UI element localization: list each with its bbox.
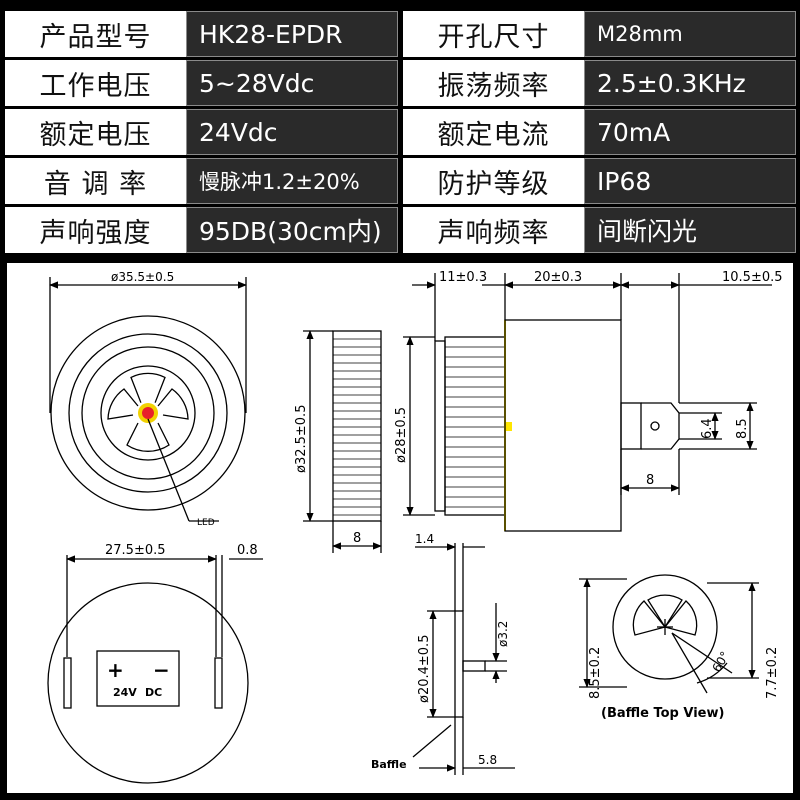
dim-b-label: 20±0.3 [534,270,582,285]
spec-value: 慢脉冲1.2±20% [186,158,398,204]
body-side-view [403,273,772,532]
spec-value: 24Vdc [186,109,398,155]
baffle-top-view [579,574,759,694]
spec-value: HK28-EPDR [186,11,398,57]
spec-table: 产品型号 HK28-EPDR 开孔尺寸 M28mm 工作电压 5~28Vdc 振… [0,0,800,258]
spec-label: 声响强度 [5,207,186,253]
baffle-boss-label: ø3.2 [496,621,510,647]
dim-a-label: 11±0.3 [439,270,487,285]
drawing-canvas: ø35.5±0.5 LED 27.5±0.5 0.8 + − 24V DC ø3… [47,270,783,784]
spec-value: IP68 [584,158,796,204]
spec-label: 防护等级 [403,158,584,204]
spec-label: 振荡频率 [403,60,584,106]
spec-value: 5~28Vdc [186,60,398,106]
baffle-dia-label: ø20.4±0.5 [417,635,432,703]
tab-outer-label: 8.5 [735,418,750,439]
baffle-caption: (Baffle Top View) [601,706,724,721]
ring-side-view [303,330,382,553]
rear-view [47,555,263,784]
spec-label: 额定电流 [403,109,584,155]
ring-diameter-label: ø32.5±0.5 [294,405,309,473]
front-view [49,277,247,522]
voltage-label: 24V [113,686,137,699]
spec-value: 95DB(30cm内) [186,207,398,253]
spec-value: 2.5±0.3KHz [584,60,796,106]
led-dot [142,407,154,419]
minus-label: − [153,658,170,682]
spec-value: M28mm [584,11,796,57]
spec-label: 开孔尺寸 [403,11,584,57]
rear-width-label: 27.5±0.5 [105,543,166,558]
spec-value: 70mA [584,109,796,155]
plus-label: + [107,658,124,682]
spec-value: 间断闪光 [584,207,796,253]
spec-label: 声响频率 [403,207,584,253]
baffle-label: Baffle [371,758,407,771]
spec-label: 音 调 率 [5,158,186,204]
dim-c-label: 10.5±0.5 [722,270,783,285]
front-diameter-label: ø35.5±0.5 [111,270,174,284]
spec-label: 额定电压 [5,109,186,155]
rear-pin-label: 0.8 [237,543,258,558]
technical-drawing: ø35.5±0.5 LED 27.5±0.5 0.8 + − 24V DC ø3… [7,263,793,793]
baffle-thick-label: 1.4 [415,532,434,546]
tab-len-label: 8 [646,473,654,488]
dc-label: DC [145,686,162,699]
thread-label: ø28±0.5 [394,407,409,463]
baffle-h1-label: 8.5±0.2 [588,647,603,699]
led-label: LED [197,518,215,528]
spec-label: 产品型号 [5,11,186,57]
baffle-h2-label: 7.7±0.2 [765,647,780,699]
baffle-side-view [412,543,515,775]
tab-inner-label: 6.4 [700,418,715,439]
baffle-boss-len-label: 5.8 [478,753,497,767]
spec-label: 工作电压 [5,60,186,106]
ring-width-label: 8 [353,531,361,546]
